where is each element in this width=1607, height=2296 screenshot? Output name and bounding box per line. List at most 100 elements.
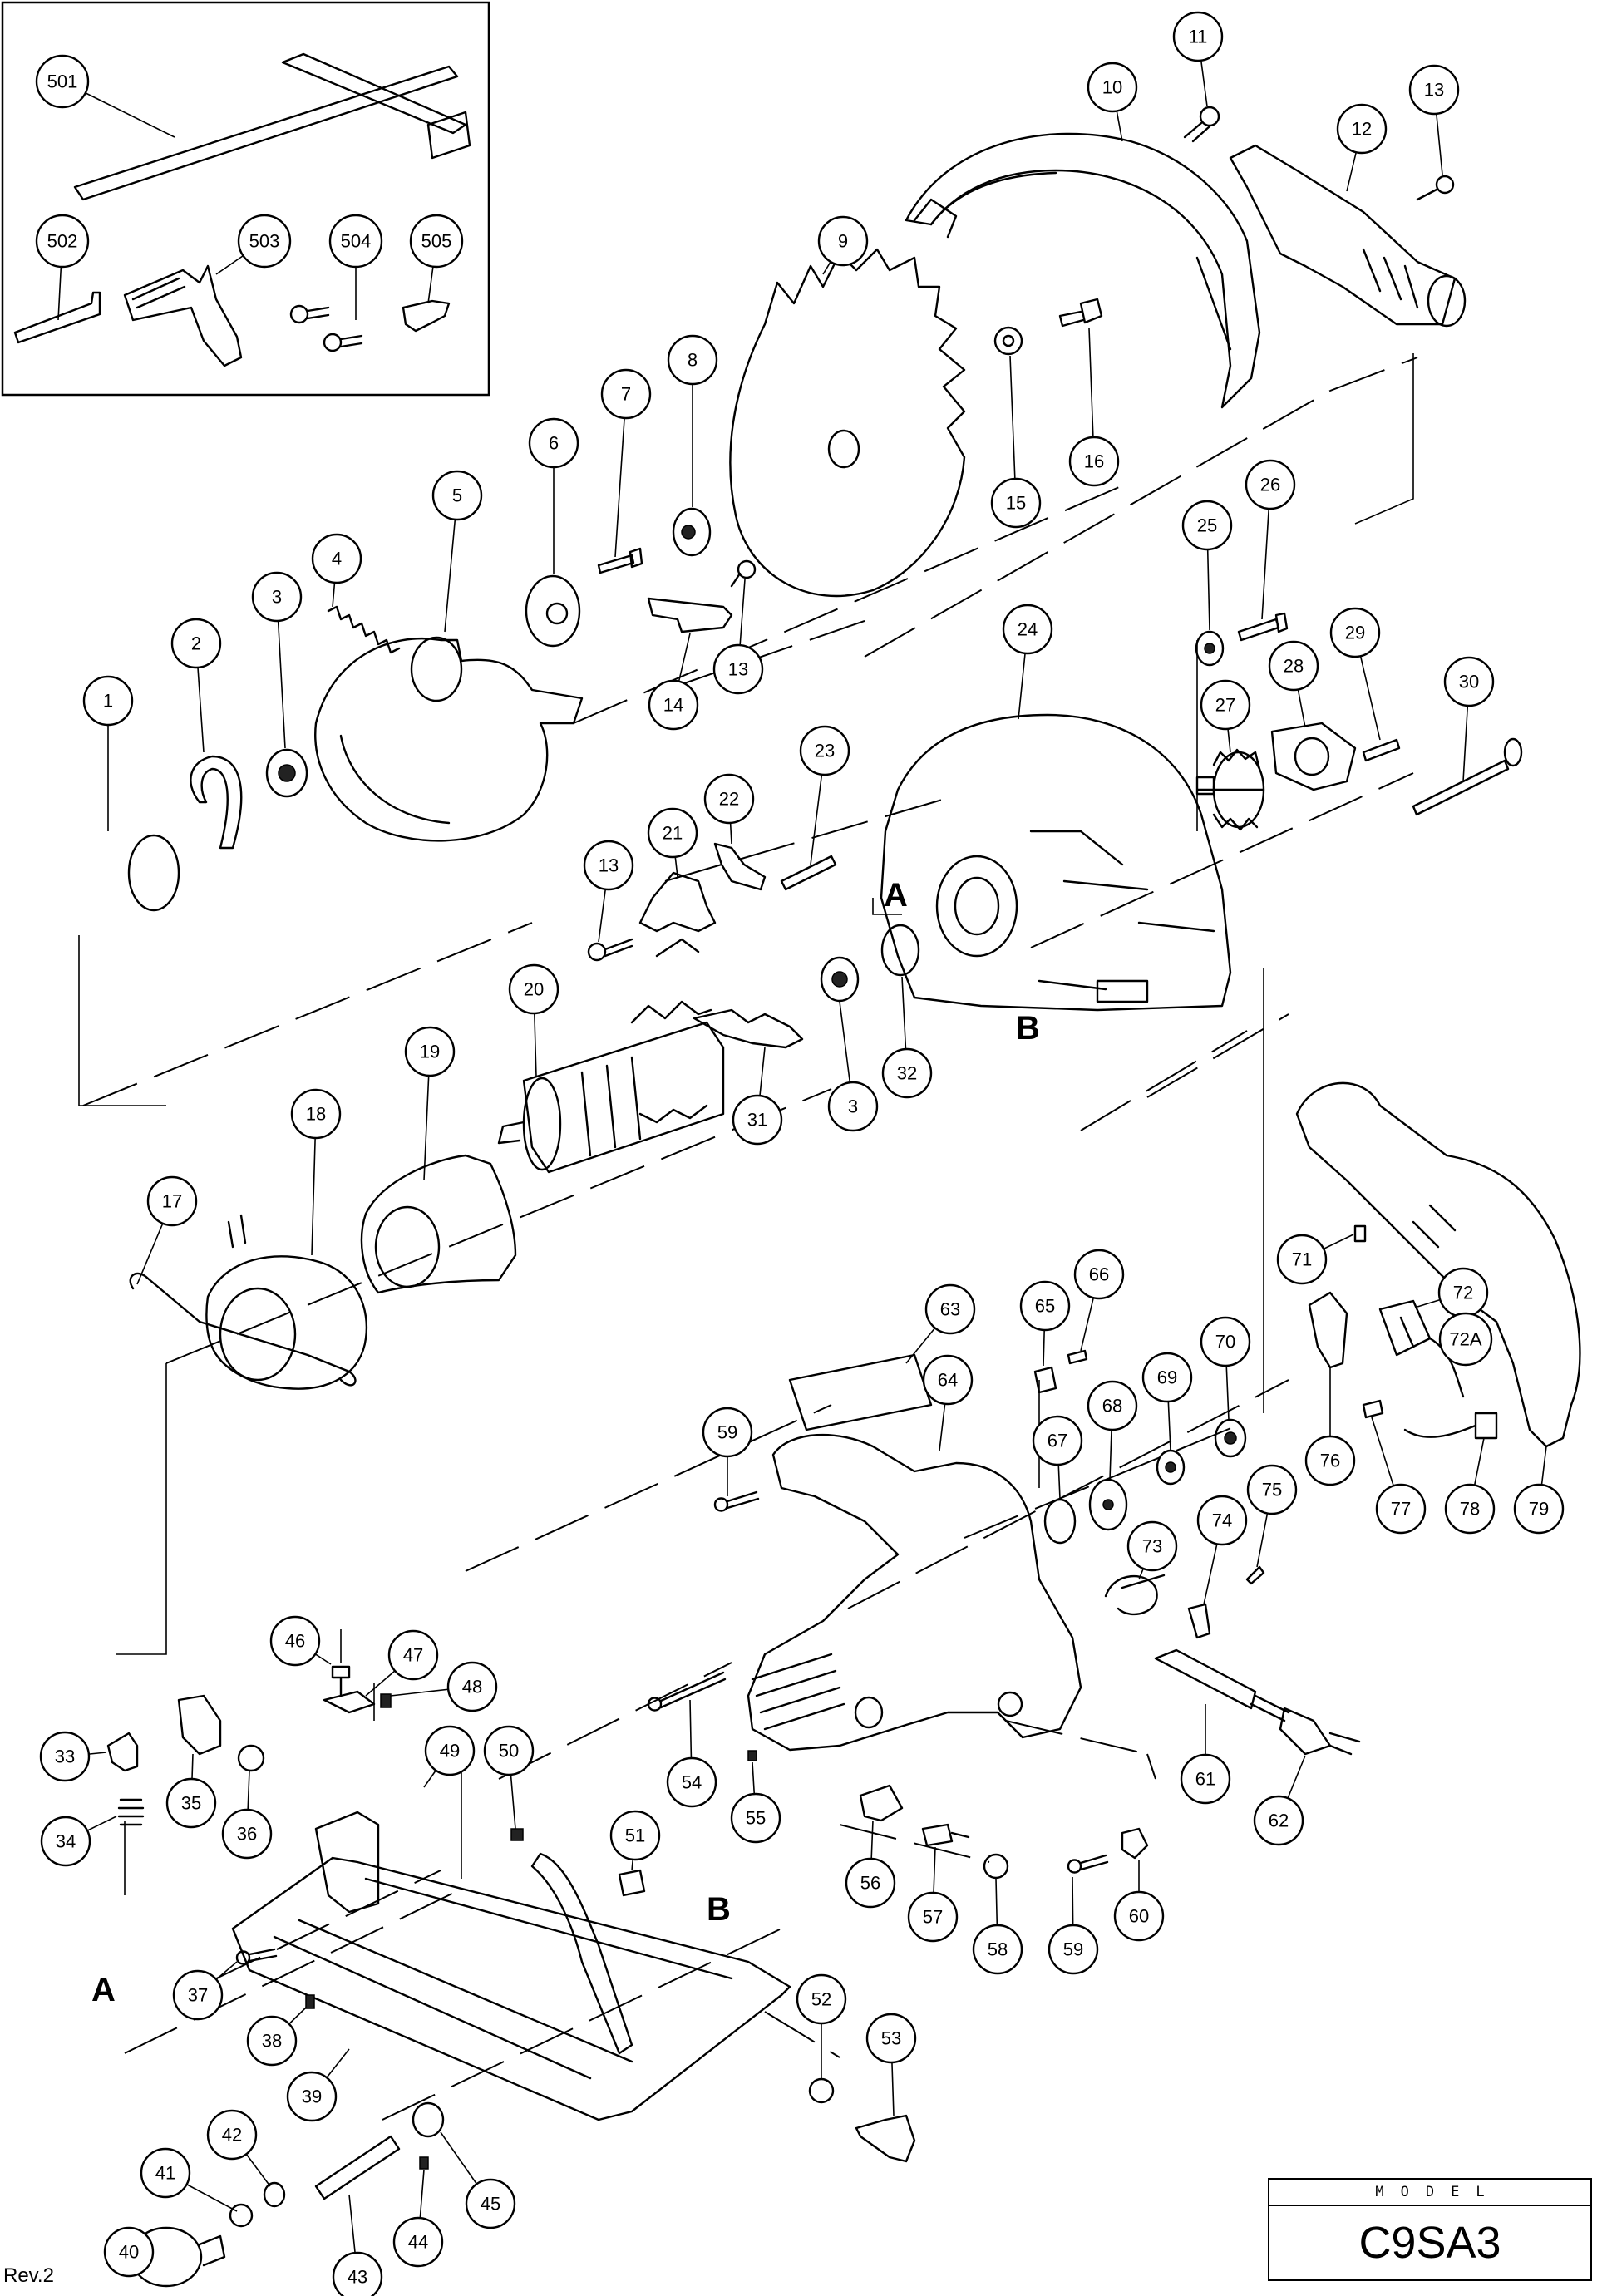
part-44-set-screw <box>419 2156 429 2170</box>
callout-79: 79 <box>1513 1446 1565 1535</box>
callout-circle <box>907 1891 959 1943</box>
callout-50: 50 <box>483 1725 535 1830</box>
part-67-washer <box>1043 1498 1077 1545</box>
callout-number: 4 <box>332 549 342 569</box>
callout-circle <box>206 2109 258 2161</box>
callout-36: 36 <box>221 1770 273 1860</box>
callout-number: 54 <box>682 1772 702 1793</box>
callout-circle <box>172 1969 224 2021</box>
part-59-screw-lower <box>1067 1854 1109 1874</box>
callout-number: 1 <box>103 691 113 712</box>
callout-circle <box>730 1792 781 1844</box>
callout-56: 56 <box>845 1820 896 1909</box>
callout-52: 52 <box>796 1973 847 2078</box>
callout-circle <box>290 1088 342 1140</box>
callout-circle <box>648 679 699 731</box>
callout-circle <box>703 773 755 825</box>
callout-circle <box>39 1731 91 1782</box>
callout-circle <box>251 571 303 623</box>
callout-1: 1 <box>82 675 134 831</box>
part-502-hex-wrench <box>13 291 101 344</box>
callout-30: 30 <box>1443 656 1495 782</box>
part-55-set-screw <box>747 1750 757 1761</box>
callout-circle <box>1375 1483 1427 1535</box>
callout-48: 48 <box>390 1661 498 1712</box>
callout-number: 10 <box>1102 77 1122 98</box>
callout-73: 73 <box>1126 1520 1178 1580</box>
callout-circle <box>409 214 464 269</box>
callout-circle <box>1276 1234 1328 1285</box>
part-20-armature <box>497 1000 725 1174</box>
callout-number: 64 <box>938 1370 958 1391</box>
callout-12: 12 <box>1336 103 1388 192</box>
callout-circle <box>1087 1380 1138 1431</box>
part-505-clip <box>402 299 451 333</box>
callout-circle <box>311 533 362 584</box>
reference-letters: A B A B <box>91 877 1040 2008</box>
callout-circle <box>1172 11 1224 62</box>
callout-53: 53 <box>865 2013 917 2116</box>
callout-circle <box>924 1283 976 1335</box>
callout-number: 33 <box>55 1747 75 1767</box>
callout-circle <box>647 807 698 859</box>
part-53-wing-bolt <box>855 2114 916 2163</box>
model-number: C9SA3 <box>1358 2218 1501 2268</box>
part-19-fan-guide <box>360 1154 517 1294</box>
callout-68: 68 <box>1087 1380 1138 1481</box>
callout-72: 72 <box>1417 1267 1489 1318</box>
part-76-trigger <box>1308 1291 1348 1369</box>
callout-number: 9 <box>838 231 848 252</box>
callout-number: 36 <box>237 1824 257 1845</box>
callout-number: 13 <box>728 659 748 680</box>
part-61-cord-armor <box>1154 1648 1257 1710</box>
callout-circle <box>1087 62 1138 113</box>
callout-number: 30 <box>1459 672 1479 692</box>
callout-circle <box>1180 1753 1231 1805</box>
callout-41: 41 <box>140 2147 238 2212</box>
callout-6: 6 <box>528 417 579 574</box>
callout-circle <box>332 2251 383 2296</box>
callout-circle <box>667 334 718 386</box>
part-54-screw <box>647 1671 727 1712</box>
callout-64: 64 <box>922 1354 974 1451</box>
part-62-cord-plug <box>1250 1694 1361 1756</box>
callout-78: 78 <box>1444 1437 1496 1535</box>
callout-circle <box>1181 500 1233 551</box>
ref-letter-a-lower: A <box>91 1972 116 2008</box>
callout-circle <box>1126 1520 1178 1572</box>
part-69-bushing <box>1156 1449 1186 1486</box>
callout-65: 65 <box>1019 1280 1071 1367</box>
callout-circle <box>1073 1249 1125 1300</box>
part-32-ring <box>880 924 920 977</box>
callout-number: 20 <box>524 979 544 1000</box>
callout-14: 14 <box>648 633 699 731</box>
callout-32: 32 <box>881 976 933 1099</box>
part-68-spacer <box>1088 1478 1128 1531</box>
callout-70: 70 <box>1200 1316 1251 1421</box>
callout-number: 56 <box>860 1873 880 1894</box>
callout-number: 17 <box>162 1191 182 1212</box>
callout-number: 13 <box>599 855 619 876</box>
callout-number: 15 <box>1006 493 1026 514</box>
model-label: MODEL <box>1269 2180 1590 2206</box>
part-39-base <box>231 1811 791 2121</box>
callout-26: 26 <box>1245 459 1296 620</box>
callout-59: 59 <box>1048 1876 1099 1975</box>
callout-76: 76 <box>1304 1367 1356 1486</box>
callout-circle <box>1336 103 1388 155</box>
part-11-screw <box>1183 106 1220 143</box>
callout-18: 18 <box>290 1088 342 1256</box>
part-66-terminal <box>1067 1349 1088 1365</box>
callout-circle <box>404 1026 456 1077</box>
part-43-shaft <box>314 2135 401 2200</box>
callout-circle <box>1253 1795 1304 1846</box>
callout-13: 13 <box>583 840 634 943</box>
part-59-screw-upper <box>713 1490 760 1512</box>
ref-letter-b-lower: B <box>707 1891 731 1928</box>
callout-circle <box>82 675 134 727</box>
callout-number: 8 <box>688 350 698 371</box>
callout-7: 7 <box>600 368 652 558</box>
part-31-brush-plate <box>693 1008 804 1049</box>
part-48-set-screw <box>380 1693 392 1708</box>
callout-number: 71 <box>1292 1249 1312 1270</box>
